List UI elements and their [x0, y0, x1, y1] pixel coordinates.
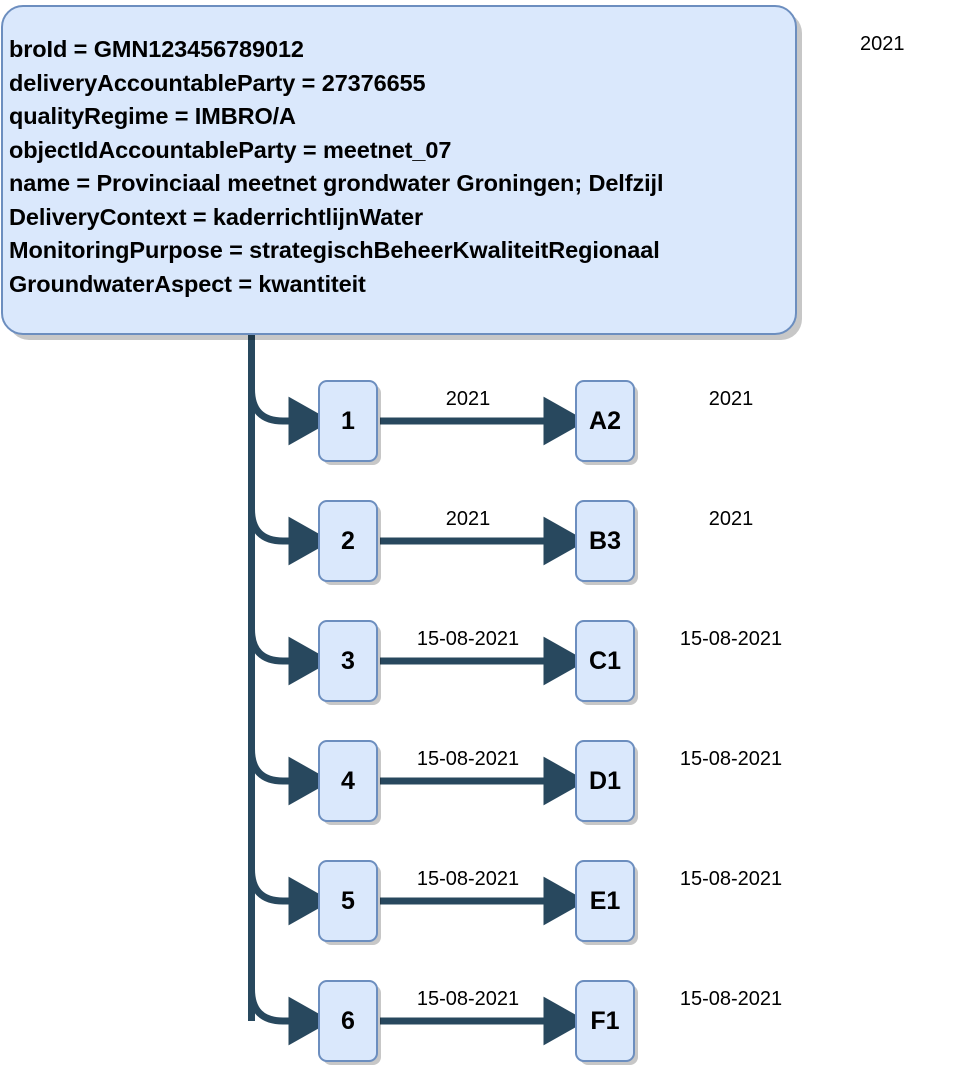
- right-label-2: 2021: [708, 508, 754, 530]
- edge-label-1: 2021: [445, 388, 491, 410]
- target-node-6[interactable]: F1: [575, 980, 635, 1062]
- attribute-line-monitoringpurpose: MonitoringPurpose = strategischBeheerKwa…: [9, 237, 660, 263]
- attribute-line-qualityregime: qualityRegime = IMBRO/A: [9, 103, 296, 129]
- source-node-5[interactable]: 5: [318, 860, 378, 942]
- source-node-3[interactable]: 3: [318, 620, 378, 702]
- source-node-2[interactable]: 2: [318, 500, 378, 582]
- right-label-3: 15-08-2021: [679, 628, 783, 650]
- branch-arrow-2: [248, 508, 332, 566]
- target-node-3[interactable]: C1: [575, 620, 635, 702]
- attribute-line-groundwateraspect: GroundwaterAspect = kwantiteit: [9, 270, 366, 297]
- source-node-1[interactable]: 1: [318, 380, 378, 462]
- attribute-line-deliveryaccountableparty: deliveryAccountableParty = 27376655: [9, 69, 426, 96]
- branch-arrow-6: [248, 988, 332, 1046]
- source-node-4[interactable]: 4: [318, 740, 378, 822]
- edge-label-4: 15-08-2021: [416, 748, 520, 770]
- target-node-1[interactable]: A2: [575, 380, 635, 462]
- gmn-attributes-box[interactable]: broId = GMN123456789012 deliveryAccounta…: [1, 5, 797, 335]
- attribute-line-broid: broId = GMN123456789012: [9, 36, 304, 62]
- attribute-line-deliverycontext: DeliveryContext = kaderrichtlijnWater: [9, 203, 423, 230]
- target-node-5[interactable]: E1: [575, 860, 635, 942]
- branch-arrow-1: [248, 388, 332, 446]
- edge-label-3: 15-08-2021: [416, 628, 520, 650]
- edge-label-5: 15-08-2021: [416, 868, 520, 890]
- edge-label-6: 15-08-2021: [416, 988, 520, 1010]
- attribute-line-objectidaccountableparty: objectIdAccountableParty = meetnet_07: [9, 136, 452, 163]
- right-label-6: 15-08-2021: [679, 988, 783, 1010]
- right-label-1: 2021: [708, 388, 754, 410]
- attribute-line-name: name = Provinciaal meetnet grondwater Gr…: [9, 170, 664, 196]
- target-node-2[interactable]: B3: [575, 500, 635, 582]
- right-label-4: 15-08-2021: [679, 748, 783, 770]
- branch-arrow-5: [248, 868, 332, 926]
- edge-label-2: 2021: [445, 508, 491, 530]
- source-node-6[interactable]: 6: [318, 980, 378, 1062]
- branch-arrow-3: [248, 628, 332, 686]
- branch-arrow-4: [248, 748, 332, 806]
- target-node-4[interactable]: D1: [575, 740, 635, 822]
- corner-year-label: 2021: [860, 33, 905, 55]
- right-label-5: 15-08-2021: [679, 868, 783, 890]
